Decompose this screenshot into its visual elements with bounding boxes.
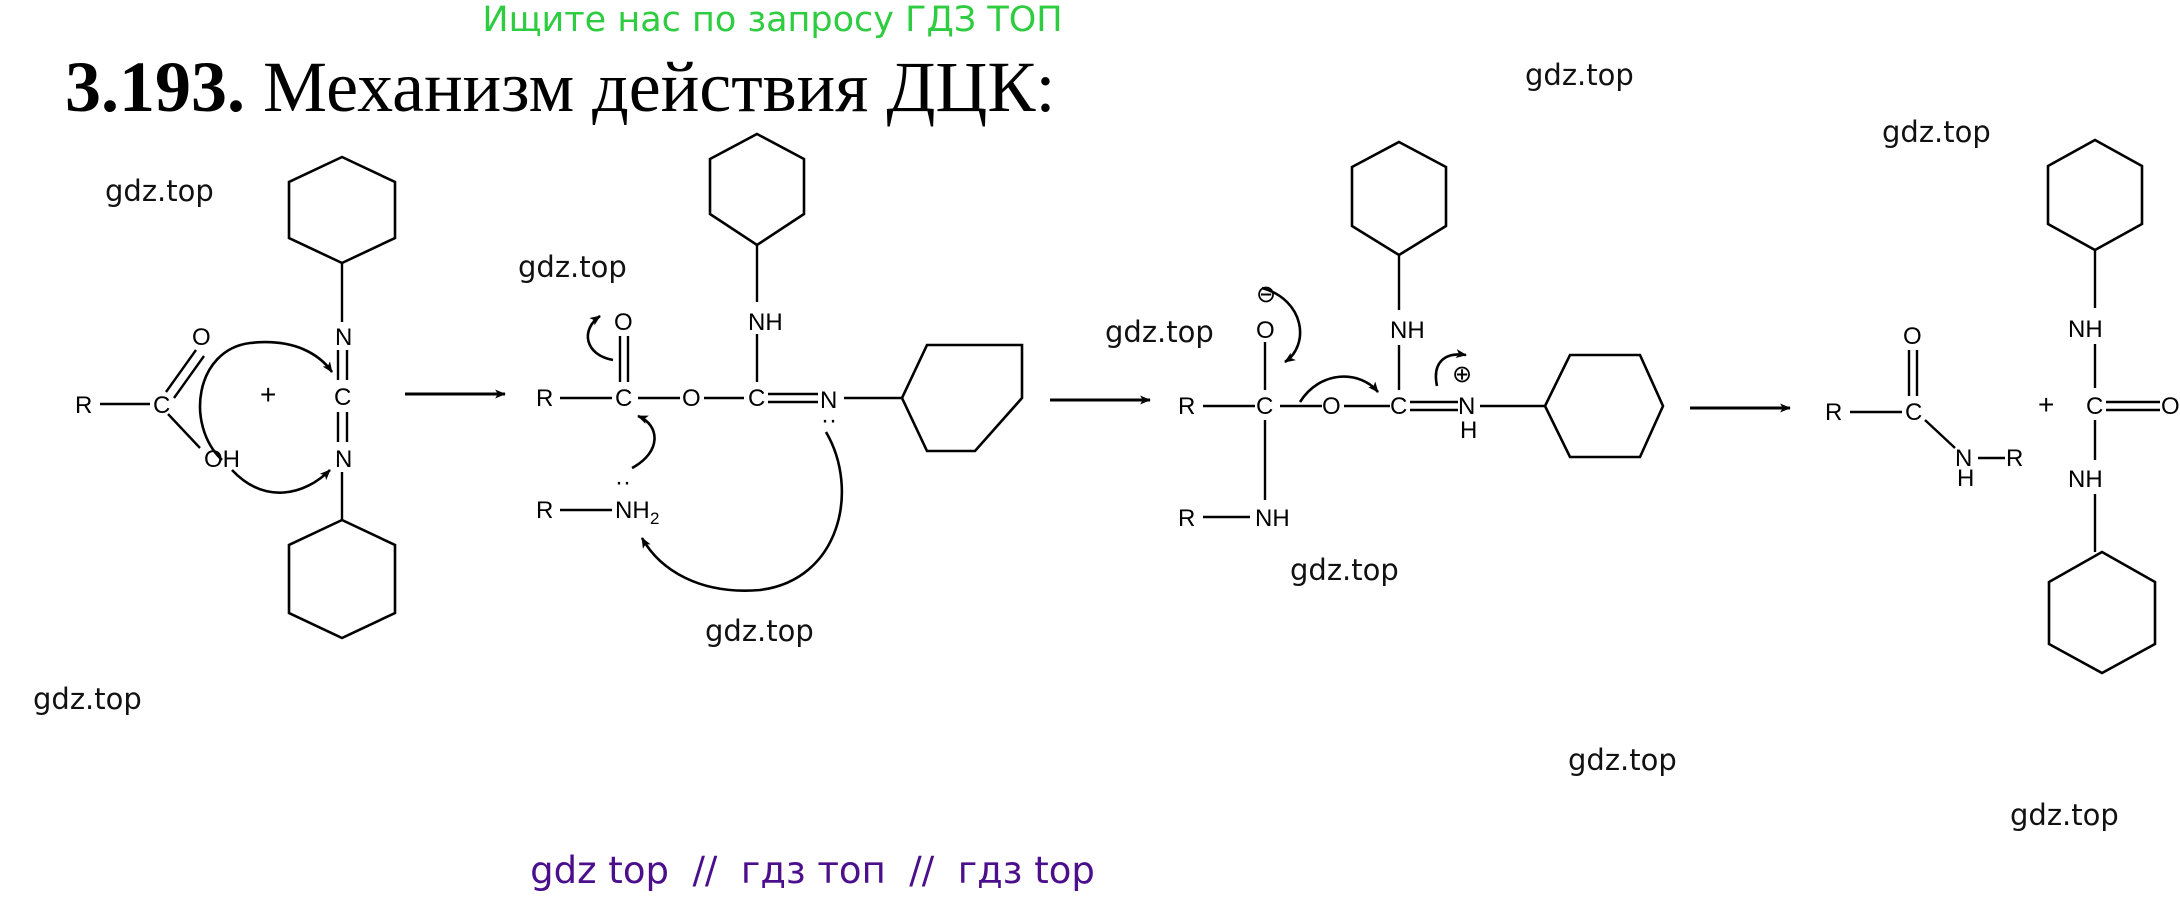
cyclohexyl-ring: [1350, 140, 1448, 257]
cyclohexyl-ring: [708, 132, 806, 247]
electron-arrow: [640, 431, 844, 592]
atom-o: O: [1903, 323, 1922, 350]
cyclohexyl-ring: [287, 155, 397, 265]
atom-nh: NH: [2068, 466, 2103, 493]
amide-product: R C O N H R: [1825, 323, 2023, 492]
atom-nh: N: [1458, 393, 1475, 420]
bond: [173, 355, 205, 399]
watermark: gdz.top: [518, 250, 627, 284]
atom-o: O: [1322, 393, 1341, 420]
cyclohexyl-ring: [900, 343, 1024, 453]
electron-arrow: [1434, 349, 1467, 387]
atom-r: R: [1178, 393, 1195, 420]
atom-nh2: NH: [615, 497, 650, 524]
bond: [1924, 419, 1956, 449]
watermark: gdz.top: [1525, 58, 1634, 92]
atom-r: R: [75, 392, 92, 419]
footer-links: gdz top // гдз топ // гдз top: [530, 849, 1095, 892]
o-acylisourea: R C O O C NH N ··: [536, 132, 1024, 453]
electron-arrow: [631, 414, 656, 470]
atom-h: H: [1957, 465, 1974, 492]
atom-nh: NH: [2068, 316, 2103, 343]
bond: [165, 349, 197, 393]
watermark: gdz.top: [1290, 553, 1399, 587]
electron-arrow: [586, 314, 614, 362]
cyclohexyl-ring: [2047, 550, 2157, 675]
subscript: 2: [650, 509, 659, 528]
watermark: gdz.top: [1105, 315, 1214, 349]
atom-o: O: [614, 309, 633, 336]
dcc-reagent: N C N: [287, 155, 397, 640]
lone-pair: ··: [615, 469, 631, 496]
plus-sign: +: [2038, 389, 2054, 420]
atom-nh: NH: [1255, 505, 1290, 532]
atom-c: C: [615, 385, 632, 412]
lone-pair: ··: [821, 407, 837, 434]
atom-c: C: [1390, 393, 1407, 420]
plus-sign: +: [260, 379, 276, 410]
cyclohexyl-ring: [1543, 353, 1665, 459]
electron-arrow: [1298, 375, 1380, 403]
cyclohexyl-ring: [2046, 138, 2144, 252]
amine: R NH 2 ··: [536, 469, 659, 528]
atom-r: R: [2006, 445, 2023, 472]
atom-n: N: [335, 324, 352, 351]
atom-o: O: [2161, 393, 2180, 420]
atom-h: H: [1460, 417, 1477, 444]
atom-o: O: [682, 385, 701, 412]
watermark: gdz.top: [1882, 115, 1991, 149]
carboxylic-acid: R C O OH: [75, 324, 240, 473]
electron-arrow: [198, 340, 334, 461]
atom-n: N: [335, 446, 352, 473]
electron-arrow: [231, 469, 331, 494]
watermark: gdz.top: [2010, 798, 2119, 832]
urea-product: NH C O NH: [2046, 138, 2180, 675]
atom-c: C: [748, 385, 765, 412]
atom-nh: NH: [748, 309, 783, 336]
atom-c: C: [1905, 399, 1922, 426]
problem-heading: 3.193. Механизм действия ДЦК:: [65, 42, 1055, 132]
atom-r: R: [1825, 399, 1842, 426]
atom-o: O: [192, 324, 211, 351]
atom-c: C: [2086, 393, 2103, 420]
atom-c: C: [1256, 393, 1273, 420]
atom-nh: NH: [1390, 317, 1425, 344]
cyclohexyl-ring: [287, 518, 397, 640]
positive-charge: ⊕: [1452, 361, 1472, 388]
atom-r: R: [536, 385, 553, 412]
atom-r: R: [536, 497, 553, 524]
problem-title: Механизм действия ДЦК:: [263, 47, 1056, 127]
atom-n: N: [820, 387, 837, 414]
electron-arrow: [1261, 286, 1302, 364]
watermark: gdz.top: [705, 614, 814, 648]
atom-r: R: [1178, 505, 1195, 532]
search-banner: Ищите нас по запросу ГДЗ ТОП: [482, 0, 1063, 40]
negative-charge: ⊖: [1256, 281, 1276, 308]
problem-number: 3.193.: [65, 47, 245, 127]
atom-c: C: [334, 384, 351, 411]
watermark: gdz.top: [105, 174, 214, 208]
watermark: gdz.top: [1568, 743, 1677, 777]
tetrahedral-intermediate: R C O ⊖ NH R O C NH N H ⊕: [1178, 140, 1665, 532]
atom-o: O: [1256, 317, 1275, 344]
watermark: gdz.top: [33, 682, 142, 716]
atom-n: N: [1955, 445, 1972, 472]
bond: [167, 413, 201, 449]
atom-c: C: [153, 392, 170, 419]
